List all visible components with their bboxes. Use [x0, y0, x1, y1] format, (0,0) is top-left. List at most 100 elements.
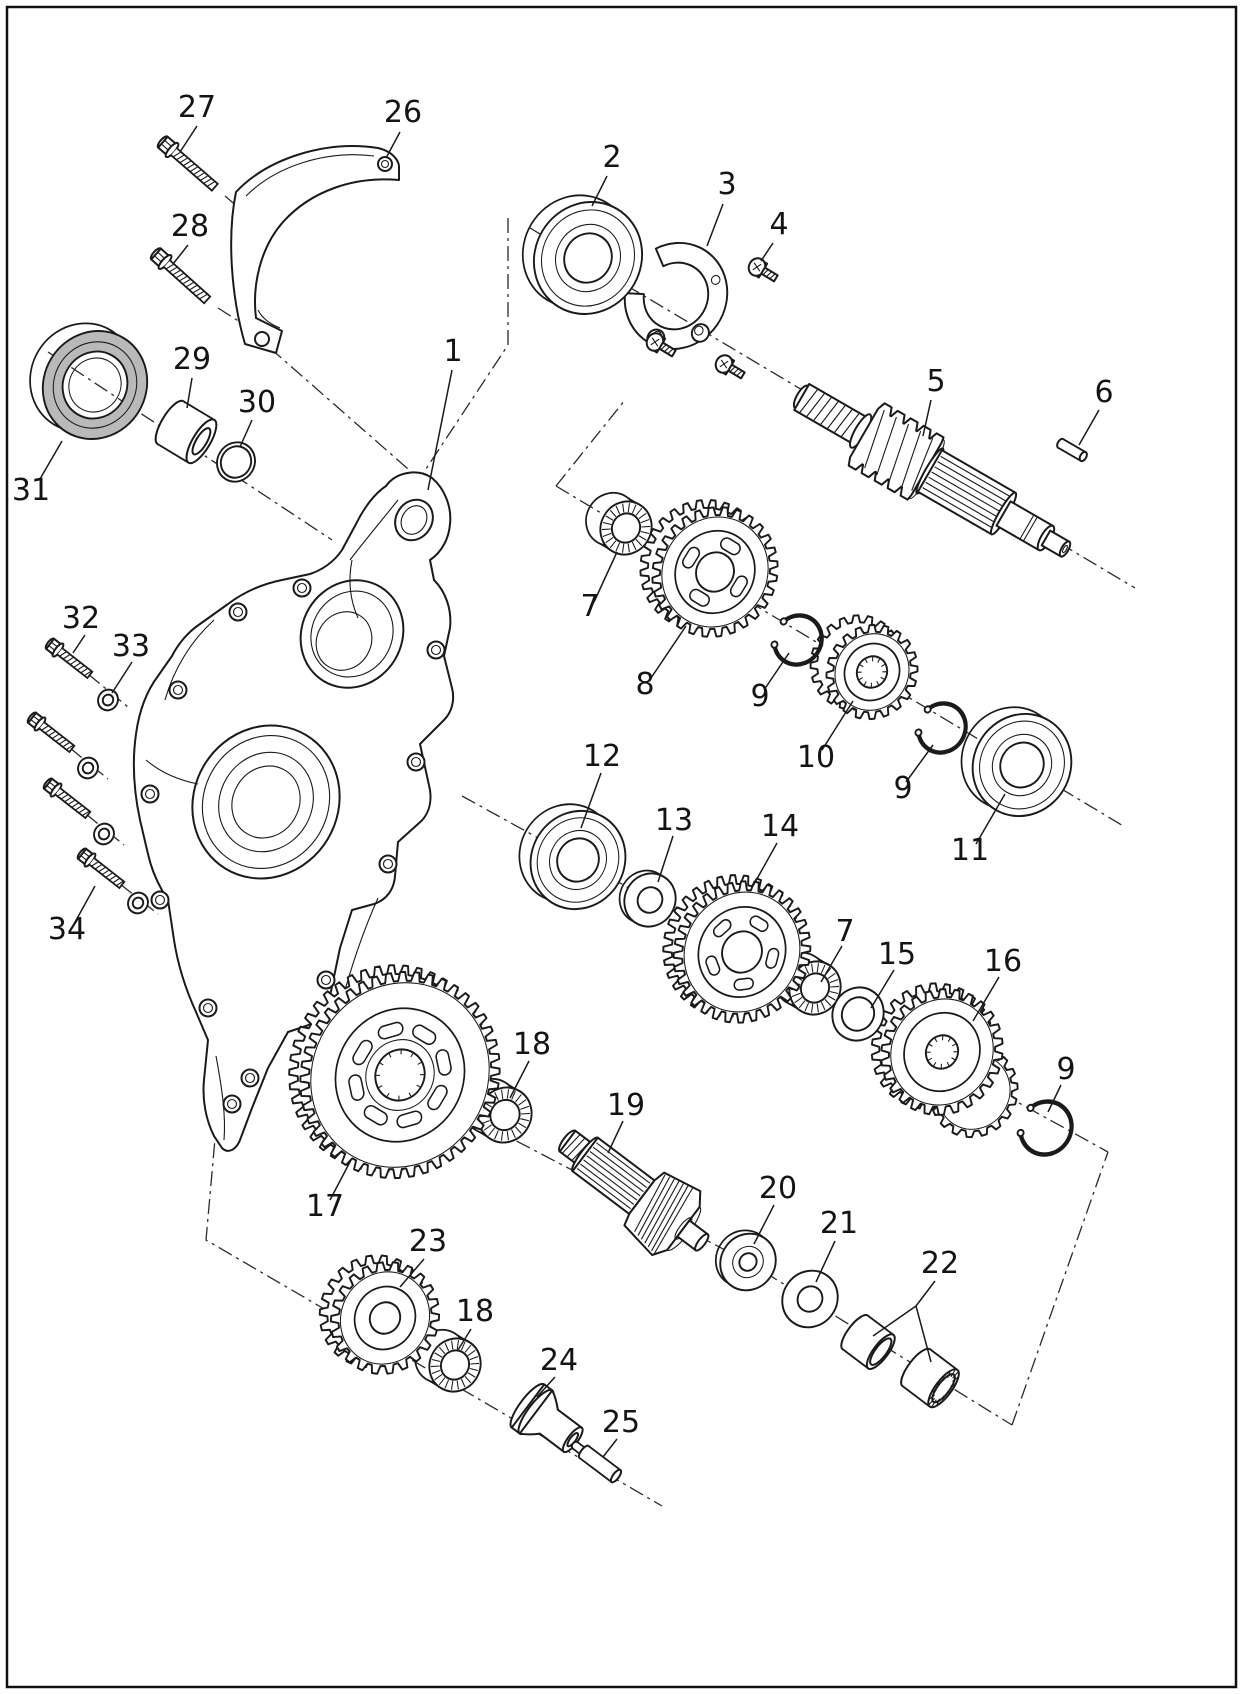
axis-line [217, 307, 263, 337]
leader-34 [73, 885, 96, 925]
leader-27 [179, 125, 198, 153]
part-18-needle-bearing-b [414, 1328, 482, 1393]
part-17-final-gear [288, 964, 501, 1180]
part-33-washer-b [77, 756, 99, 780]
callout-29: 29 [173, 342, 211, 377]
part-5-input-shaft [792, 383, 1072, 558]
part-16-gear [870, 982, 1004, 1116]
callout-6: 6 [1094, 375, 1113, 410]
leader-25 [602, 1438, 618, 1458]
callout-11: 11 [951, 833, 989, 868]
leader-1 [427, 369, 453, 491]
part-23-gear [318, 1254, 441, 1375]
leader-22 [872, 1305, 917, 1337]
leader-9b [905, 744, 934, 783]
part-26-cover [230, 145, 400, 354]
axis-line [555, 399, 626, 487]
axis-line [87, 673, 129, 708]
part-4-screw-c [714, 354, 746, 380]
leader-15 [870, 969, 895, 1009]
callout-12: 12 [583, 739, 621, 774]
part-1-crankcase [132, 471, 455, 1152]
part-27-flange-bolt [156, 135, 220, 192]
callout-3: 3 [717, 167, 736, 202]
callout-9a: 9 [750, 679, 769, 714]
part-30-ring [216, 441, 256, 483]
leader-33 [111, 661, 133, 694]
callout-24: 24 [540, 1343, 578, 1378]
part-29-spacer-collar [154, 399, 218, 465]
leader-11 [975, 793, 1006, 845]
callout-14: 14 [761, 809, 799, 844]
axis-line [1011, 1151, 1109, 1426]
callout-23: 23 [409, 1224, 447, 1259]
leader-9a [763, 652, 790, 691]
part-7-needle-bearing [585, 491, 653, 556]
callout-31: 31 [12, 473, 50, 508]
callout-17: 17 [306, 1189, 344, 1224]
part-24-collar [509, 1382, 584, 1454]
callout-7b: 7 [835, 914, 854, 949]
part-28-flange-bolt [149, 247, 212, 305]
callout-8: 8 [635, 667, 654, 702]
leader-7b [820, 945, 843, 983]
axis-line [69, 747, 109, 780]
leader-32 [72, 634, 86, 654]
part-6-dowel-pin [1056, 437, 1088, 463]
part-22-bushing-b [900, 1347, 960, 1409]
part-33-washer-c [93, 822, 115, 846]
part-12-ball-bearing [518, 803, 627, 911]
callout-21: 21 [820, 1206, 858, 1241]
part-19-pinion-shaft [557, 1129, 710, 1256]
callout-33: 33 [112, 629, 150, 664]
part-9-circlip [770, 613, 824, 667]
leader-9c [1047, 1084, 1062, 1113]
leader-5 [922, 399, 932, 437]
callout-26: 26 [384, 95, 422, 130]
callout-18b: 18 [456, 1294, 494, 1329]
part-11-ball-bearing [960, 706, 1073, 818]
callout-10: 10 [797, 740, 835, 775]
part-33-washer [97, 688, 119, 712]
part-22-bushing [840, 1314, 896, 1370]
part-34-washer [127, 891, 149, 915]
callout-34: 34 [48, 912, 86, 947]
leader-31 [39, 440, 63, 480]
leader-17 [329, 1159, 352, 1201]
part-9-circlip-c [1016, 1099, 1074, 1157]
leader-19 [607, 1120, 624, 1154]
leader-7a [593, 551, 618, 603]
part-9-circlip-b [914, 701, 968, 755]
part-13-washer [618, 869, 677, 928]
axis-line [85, 813, 125, 846]
part-14-gear [662, 874, 812, 1024]
part-10-gear [809, 614, 919, 721]
part-4-screw-b [645, 332, 677, 358]
leader-26 [385, 131, 401, 159]
part-2-ball-bearing [521, 194, 644, 315]
leader-21 [815, 1240, 836, 1283]
callout-27: 27 [178, 90, 216, 125]
part-34-bolt [76, 847, 126, 890]
axis-line [269, 347, 417, 477]
callout-4: 4 [769, 207, 788, 242]
callout-30: 30 [238, 385, 276, 420]
leader-18b [457, 1328, 472, 1351]
callout-32: 32 [62, 601, 100, 636]
part-32-bolt-c [42, 777, 92, 820]
part-20-washer [714, 1229, 777, 1292]
callout-5: 5 [926, 364, 945, 399]
leader-16 [972, 976, 1000, 1022]
callout-22: 22 [921, 1246, 959, 1281]
callout-2: 2 [602, 140, 621, 175]
page-border [5, 5, 1238, 1689]
leader-6 [1078, 409, 1100, 446]
axis-line [419, 218, 509, 479]
part-25-pin [577, 1444, 623, 1484]
axis-line [119, 883, 159, 915]
callout-25: 25 [602, 1405, 640, 1440]
part-4-screw [747, 257, 779, 283]
callout-16: 16 [984, 944, 1022, 979]
leader-22 [915, 1305, 932, 1363]
leader-22 [915, 1280, 936, 1307]
